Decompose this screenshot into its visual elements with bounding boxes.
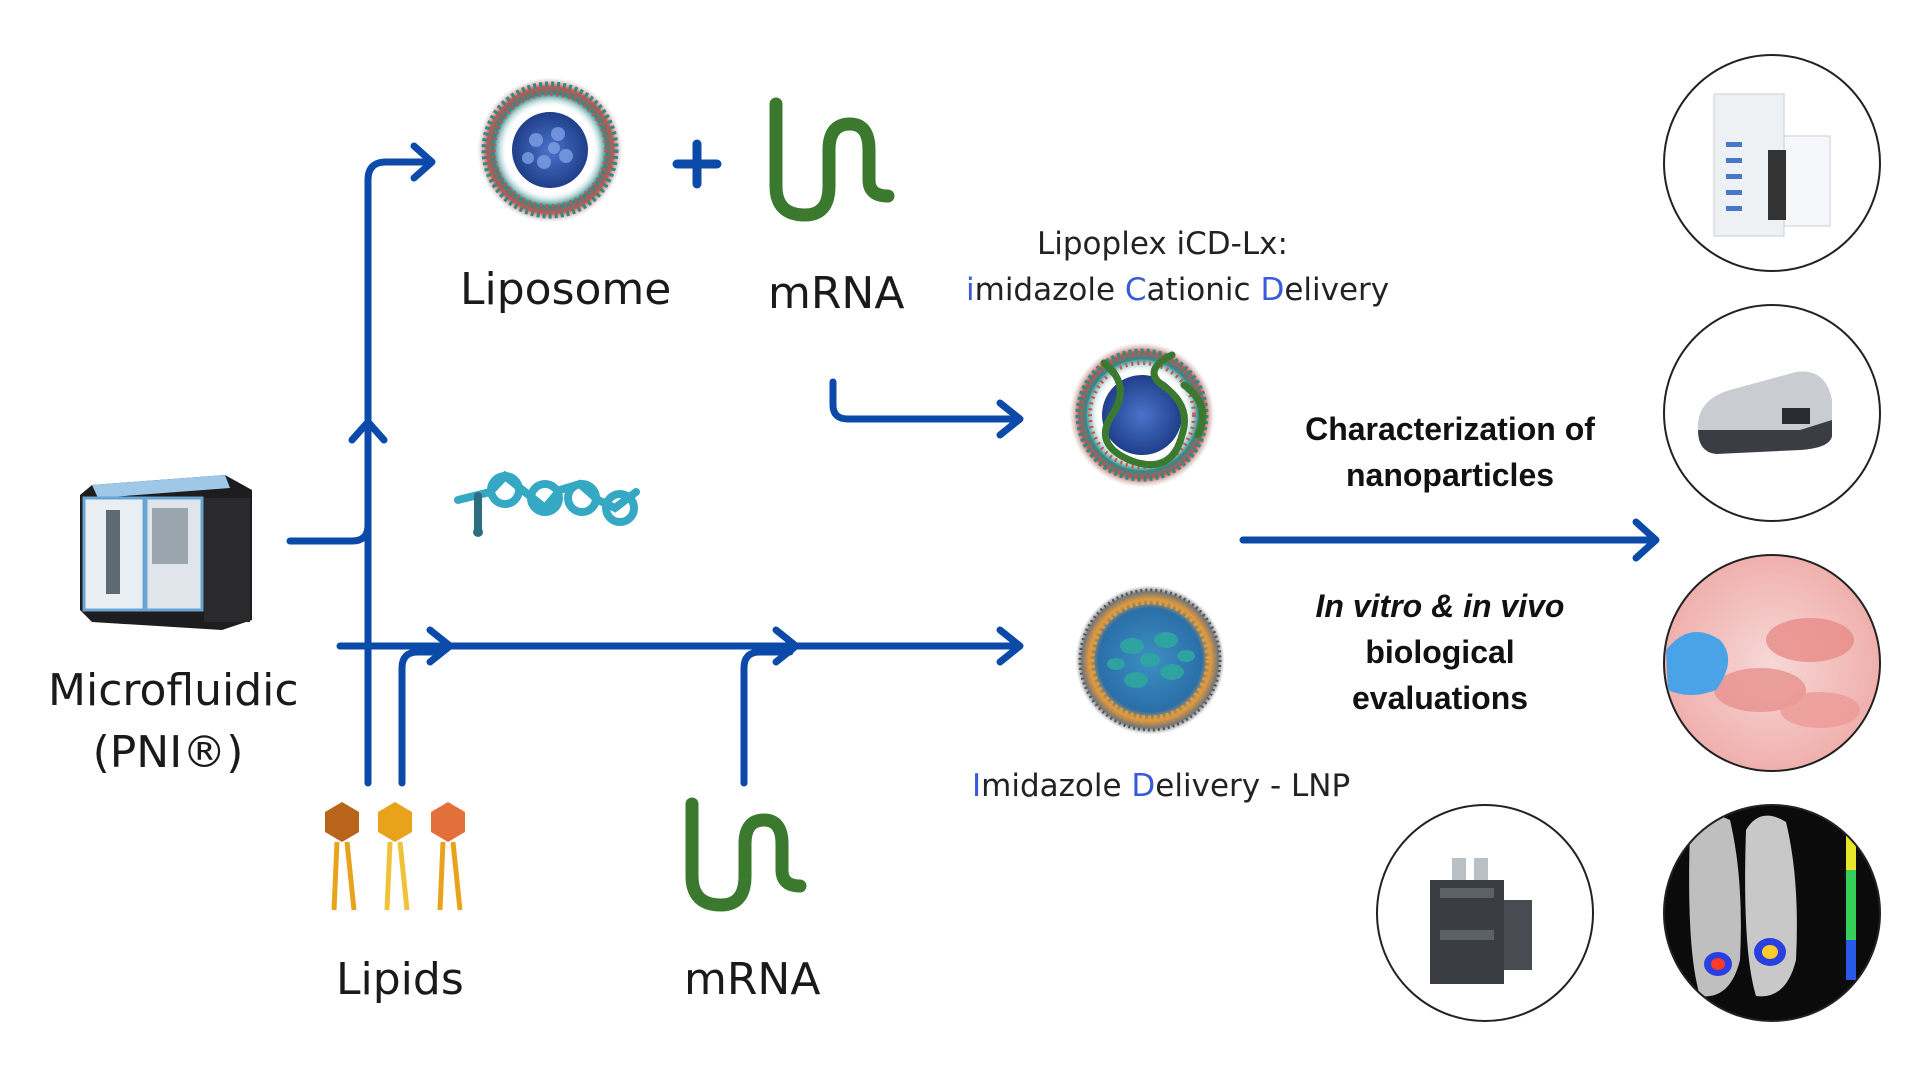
liposome-label: Liposome — [460, 264, 672, 315]
particle-analyzer-icon — [1663, 304, 1881, 522]
chromatography-system-icon — [1376, 804, 1594, 1022]
evaluation-line3: evaluations — [1351, 680, 1529, 716]
evaluation-line1: In vitro & in vivo — [1290, 583, 1590, 629]
evaluation-label: In vitro & in vivo biological evaluation… — [1290, 583, 1590, 721]
arrowhead-lipoplex — [996, 399, 1024, 439]
mrna-strand-icon — [769, 97, 895, 222]
lnp-label-d: D — [1131, 768, 1156, 804]
imidazole-molecule-icon — [454, 470, 640, 537]
lipid-icon — [325, 802, 465, 911]
evaluation-in-vitro: In vitro — [1315, 588, 1423, 624]
lipoplex-sub-i: i — [966, 272, 975, 308]
lipoplex-sub-elivery: elivery — [1284, 272, 1390, 308]
microfluidic-line1: Microfluidic — [48, 665, 299, 716]
evaluation-and: & — [1422, 588, 1464, 624]
cell-culture-icon — [1663, 554, 1881, 772]
lnp-icon — [1076, 586, 1224, 734]
lnp-label: Imidazole Delivery - LNP — [972, 768, 1350, 804]
arrow-device-out — [286, 158, 432, 545]
lipoplex-sub-d: D — [1260, 272, 1285, 308]
lipoplex-title: Lipoplex iCD-Lx: — [1037, 226, 1288, 262]
evaluation-line2: biological — [1365, 634, 1515, 670]
characterization-line1: Characterization of — [1305, 411, 1595, 447]
arrow-mrna-to-lipoplex — [829, 378, 1022, 423]
flow-arrows — [286, 142, 1660, 787]
arrow-lipids-up-2 — [398, 648, 444, 787]
microfluidic-label: Microfluidic (PNI®) — [48, 660, 299, 784]
lipoplex-icon — [1070, 343, 1214, 487]
evaluation-in-vivo: in vivo — [1463, 588, 1565, 624]
arrowhead-lnp — [996, 626, 1024, 666]
arrowhead-liposome — [410, 142, 436, 182]
lipoplex-subtitle: imidazole Cationic Delivery — [966, 272, 1389, 308]
arrowhead-up — [348, 418, 388, 444]
hplc-instrument-icon — [1663, 54, 1881, 272]
mrna-bottom-label: mRNA — [684, 954, 821, 1005]
microfluidic-device-icon — [80, 475, 252, 630]
lipids-label: Lipids — [336, 954, 464, 1005]
lnp-label-elivery: elivery - LNP — [1155, 768, 1351, 804]
lipoplex-sub-midazole: midazole — [974, 272, 1125, 308]
characterization-line2: nanoparticles — [1345, 457, 1555, 493]
mrna-top-label: mRNA — [768, 268, 905, 319]
lnp-label-midazole: midazole — [981, 768, 1132, 804]
arrowhead-lower-2 — [772, 626, 800, 666]
liposome-icon — [478, 78, 622, 222]
mrna-strand-icon — [685, 797, 807, 912]
lnp-label-i: I — [972, 768, 982, 804]
microfluidic-line2: (PNI®) — [92, 727, 244, 778]
arrowhead-lower-1 — [426, 626, 454, 666]
characterization-label: Characterization of nanoparticles — [1300, 406, 1600, 498]
lipoplex-sub-c: C — [1124, 272, 1147, 308]
lipoplex-sub-ationic: ationic — [1146, 272, 1261, 308]
arrow-mrna-up — [740, 648, 794, 787]
arrowhead-analysis — [1632, 518, 1660, 562]
in-vivo-imaging-icon — [1663, 804, 1881, 1022]
plus-icon — [672, 139, 722, 189]
